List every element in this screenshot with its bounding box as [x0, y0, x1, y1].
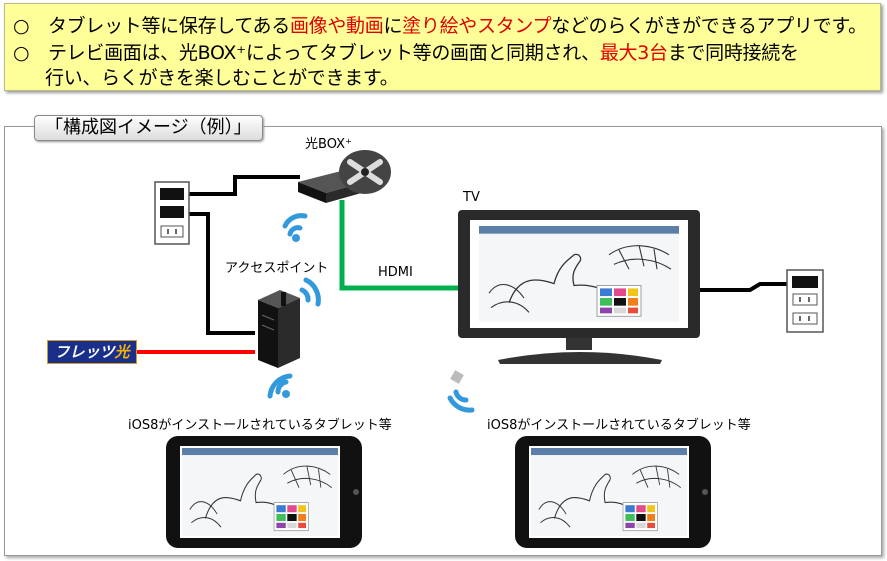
notice-text: ○ テレビ画面は、光BOX⁺によってタブレット等の画面と同期され、 [13, 42, 600, 64]
diagram-panel [4, 126, 882, 556]
access-point-label: アクセスポイント [225, 261, 329, 276]
hdmi-cable [339, 200, 460, 291]
panel-title: 「構成図イメージ（例）」 [34, 115, 263, 141]
tablet-left-label: iOS8がインストールされているタブレット等 [128, 418, 392, 433]
notice-line-1: ○ タブレット等に保存してある画像や動画に塗り絵やスタンプなどのらくがきができる… [13, 11, 867, 38]
remote-controller [339, 150, 391, 194]
hikari-box-label: 光BOX⁺ [305, 137, 352, 152]
tv-device [458, 210, 700, 364]
tablet-right-device [515, 436, 711, 548]
flets-hikari-logo: フレッツ光 [47, 340, 137, 364]
tv-power-cable [700, 282, 795, 292]
notice-text: ○ タブレット等に保存してある [13, 15, 290, 37]
wifi-signal-icon [267, 373, 293, 399]
lan-cable-outlet-router [187, 212, 255, 335]
wifi-signal-icon [447, 370, 475, 413]
tv-label: TV [463, 190, 480, 205]
notice-box: ○ タブレット等に保存してある画像や動画に塗り絵やスタンプなどのらくがきができる… [4, 3, 881, 91]
tablet-left-device [166, 436, 362, 548]
wifi-signal-icon [299, 277, 321, 307]
lan-cable-box-outlet [187, 175, 300, 196]
notice-line-2: ○ テレビ画面は、光BOX⁺によってタブレット等の画面と同期され、最大3台まで同… [13, 38, 799, 65]
notice-highlight: 最大3台 [599, 42, 668, 64]
access-point-router [258, 290, 300, 368]
tablet-right-label: iOS8がインストールされているタブレット等 [487, 418, 751, 433]
notice-line-3: 行い、らくがきを楽しむことができます。 [45, 67, 399, 89]
notice-highlight: 塗り絵やスタンプ [402, 15, 552, 37]
notice-text: に [383, 15, 403, 37]
notice-highlight: 画像や動画 [289, 15, 384, 37]
wall-outlet-right [786, 269, 824, 333]
hdmi-label: HDMI [378, 265, 413, 280]
notice-text: まで同時接続を [667, 42, 799, 64]
wall-outlet-left [154, 181, 190, 245]
notice-text: などのらくがきができるアプリです。 [551, 15, 867, 37]
wifi-signal-icon [282, 213, 308, 242]
